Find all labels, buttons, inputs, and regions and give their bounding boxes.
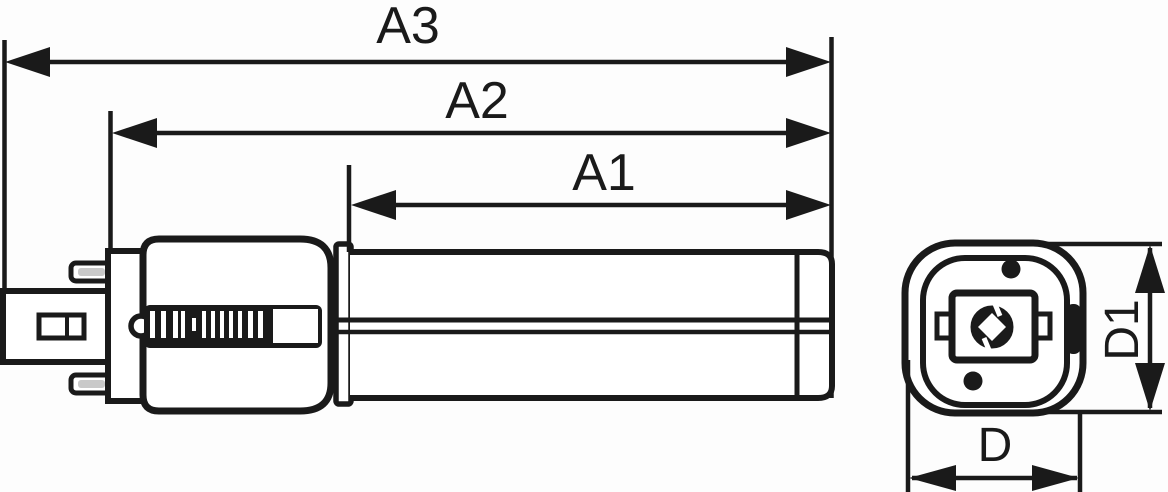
pin-bottom-highlight xyxy=(78,380,105,388)
keying-dot-bottom xyxy=(963,371,983,391)
dim-a3-arrow-right-icon xyxy=(786,47,831,77)
pin-top-highlight xyxy=(78,268,105,276)
keying-dot-top xyxy=(1001,259,1021,279)
vent-slot xyxy=(258,311,263,338)
socket-ring-gap-top xyxy=(992,303,1003,317)
dim-a1-arrow-left-icon xyxy=(351,190,396,220)
dim-a3-label: A3 xyxy=(376,0,440,55)
tube-body xyxy=(350,249,835,401)
dim-d1-arrow-down-icon xyxy=(1135,363,1165,411)
dim-d-arrow-right-icon xyxy=(1032,465,1079,491)
vent-slot xyxy=(238,311,242,338)
a-dimensions: A3 A2 A1 xyxy=(2,0,834,398)
collar xyxy=(333,241,354,407)
vent-slot xyxy=(202,311,206,338)
vent-slot xyxy=(248,311,253,338)
vent-slot xyxy=(161,311,166,338)
dim-d1-label: D1 xyxy=(1096,299,1149,360)
dim-a3-arrow-left-icon xyxy=(5,47,50,77)
side-view xyxy=(0,235,835,415)
dim-d-arrow-left-icon xyxy=(909,465,956,491)
end-view xyxy=(901,239,1087,417)
vent-slot xyxy=(229,311,233,338)
socket-ring xyxy=(970,305,1014,349)
socket-ring-gap-bottom xyxy=(981,337,992,351)
dim-a1-arrow-right-icon xyxy=(786,190,831,220)
dim-d-label: D xyxy=(978,419,1013,472)
d-dimensions: D1 D xyxy=(905,241,1165,492)
dim-a2-arrow-left-icon xyxy=(112,118,157,148)
vent-slots xyxy=(150,309,318,343)
socket-ring-hole xyxy=(978,313,1006,341)
vent-slot xyxy=(173,311,178,338)
dim-a1-label: A1 xyxy=(572,144,636,202)
vent-window xyxy=(273,309,318,343)
vent-slot-short xyxy=(192,318,196,331)
vent-slot xyxy=(211,311,215,338)
dim-a2-label: A2 xyxy=(445,72,509,130)
base-plate-slot xyxy=(36,312,87,341)
vent-slot xyxy=(220,311,224,338)
socket-ring-center xyxy=(978,313,1006,341)
keying-notch xyxy=(1066,304,1081,354)
vent-slot xyxy=(150,311,155,338)
dim-d1-arrow-up-icon xyxy=(1135,245,1165,293)
vent-slot xyxy=(181,311,185,338)
dim-a2-arrow-right-icon xyxy=(786,118,831,148)
